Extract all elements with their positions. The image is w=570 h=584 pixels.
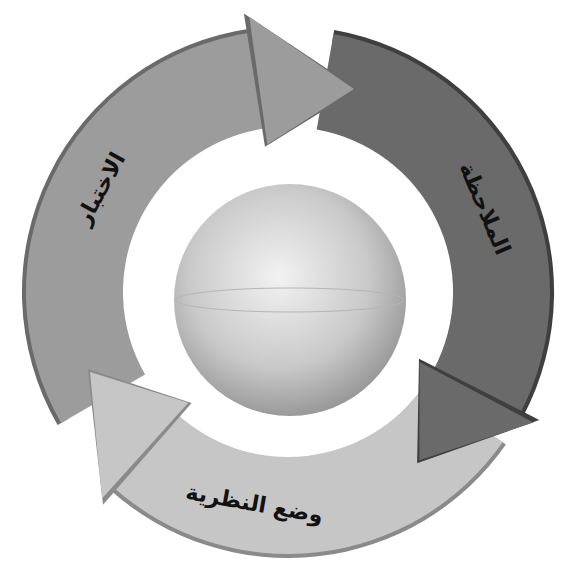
band-shadow [332,30,554,417]
sphere-equator [176,288,404,312]
head-fill [419,362,533,460]
head-shadow [244,14,358,147]
stage-label: الملاحظة [454,158,515,258]
stage-label: الاختبار [71,148,131,229]
head-fill [249,17,354,145]
band-shadow [22,29,253,425]
sphere [174,184,406,416]
head-fill [90,372,188,499]
head-shadow [417,359,539,464]
band-body [317,34,550,415]
band-body [26,33,265,424]
band-shadow [110,438,506,558]
head-shadow [88,369,192,505]
band-body [113,387,503,554]
stage-label: وضع النظرية [184,479,325,528]
